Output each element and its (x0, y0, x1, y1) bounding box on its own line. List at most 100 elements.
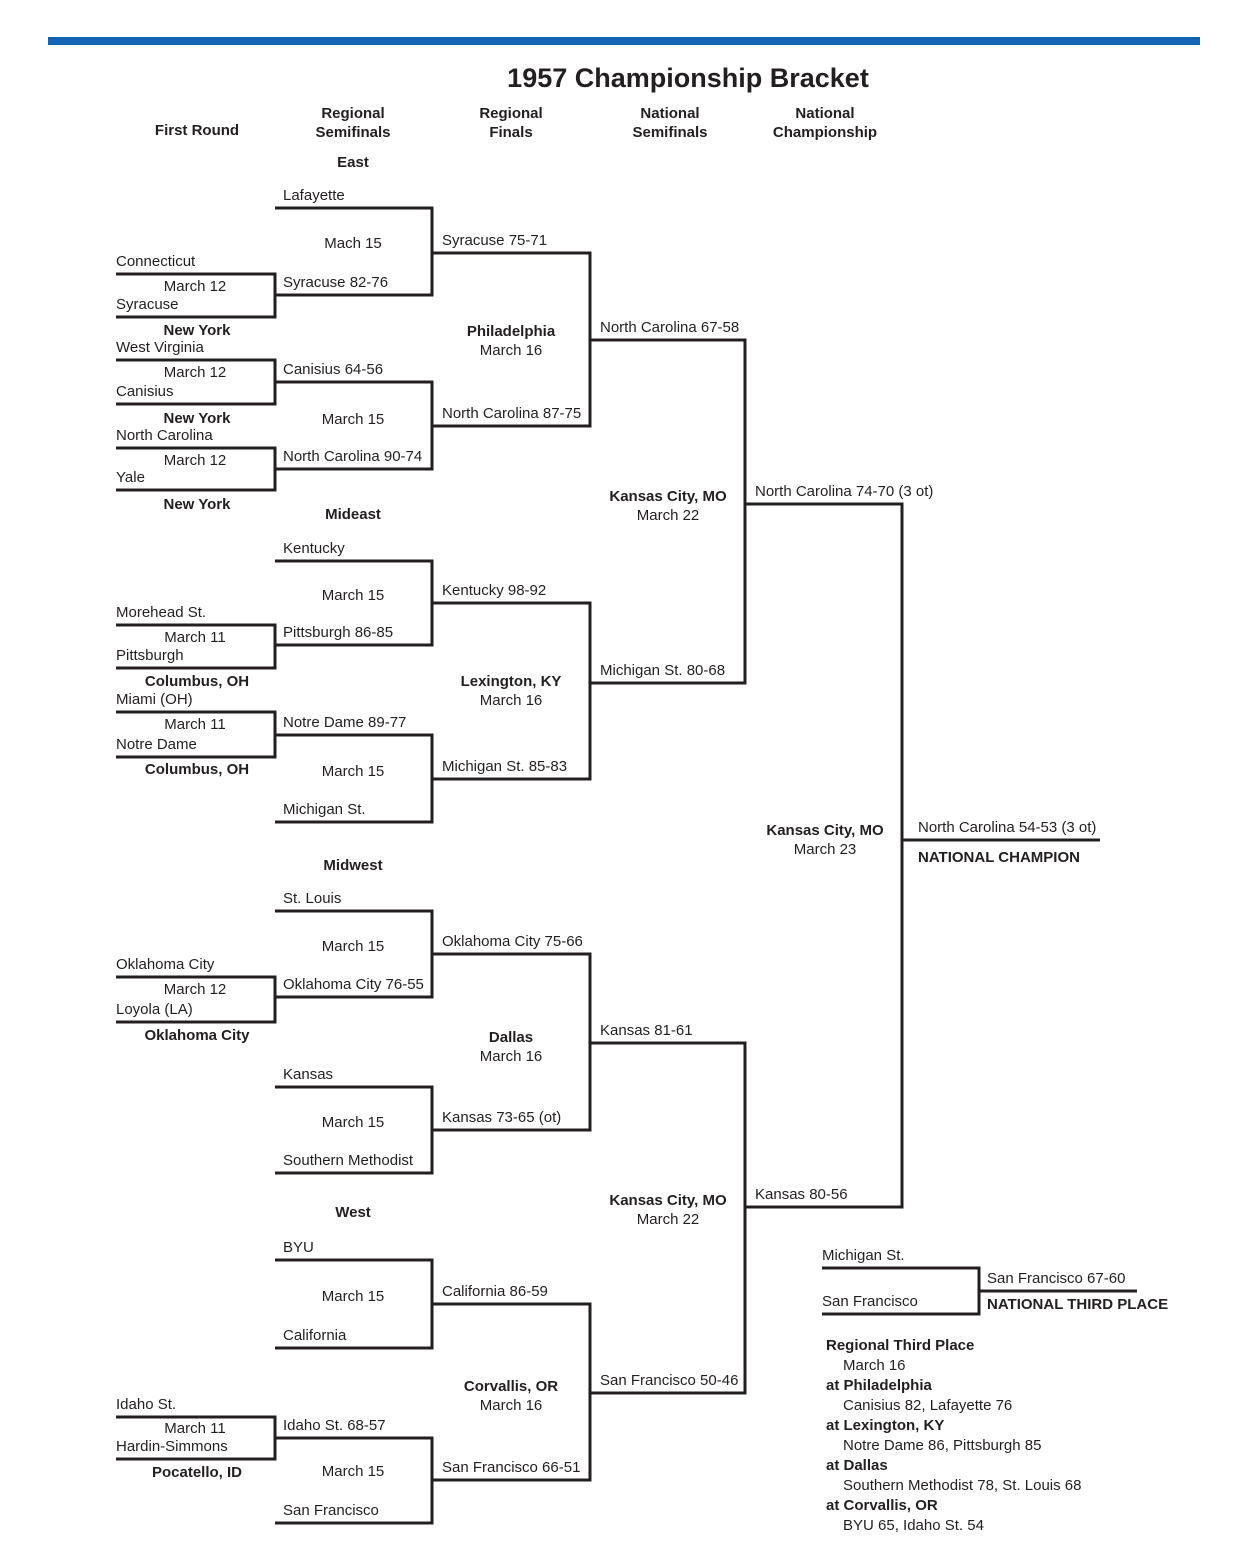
site-corvallis-or: Corvallis, OR (463, 1378, 559, 1395)
page-title: 1957 Championship Bracket (507, 63, 869, 93)
regional-third-place-date: March 16 (843, 1357, 906, 1374)
regional-third-place-site-dallas: at Dallas (826, 1457, 888, 1474)
column-header-first-round: First Round (154, 122, 240, 139)
site-pocatello-id: Pocatello, ID (151, 1464, 243, 1481)
bracket-line-national-final (745, 502, 904, 1209)
winner-san-francisco-67-60: San Francisco 67-60 (987, 1270, 1126, 1287)
team-syracuse: Syracuse (116, 296, 179, 313)
site-lexington-ky: Lexington, KY (460, 673, 562, 690)
team-oklahoma-city: Oklahoma City (116, 956, 215, 973)
team-notre-dame: Notre Dame (116, 736, 197, 753)
team-kansas: Kansas (283, 1066, 334, 1083)
winner-kentucky-98-92: Kentucky 98-92 (442, 582, 547, 599)
site-columbus-oh-1: Columbus, OH (144, 673, 250, 690)
game-date-midwest-sf2: March 15 (321, 1114, 385, 1131)
winner-idaho-st-68-57: Idaho St. 68-57 (283, 1417, 386, 1434)
game-date-east-fr2: March 12 (163, 364, 227, 381)
winner-pittsburgh-86-85: Pittsburgh 86-85 (283, 624, 394, 641)
third-place-team-michigan-st: Michigan St. (822, 1247, 905, 1264)
game-date-west-sf2: March 15 (321, 1463, 385, 1480)
game-date-midwest-final: March 16 (479, 1048, 543, 1065)
game-date-east-sf1: Mach 15 (324, 235, 382, 252)
team-michigan-st: Michigan St. (283, 801, 366, 818)
region-header-midwest: Midwest (323, 857, 383, 874)
game-date-midwest-sf1: March 15 (321, 938, 385, 955)
game-date-mideast-final: March 16 (479, 692, 543, 709)
team-california: California (283, 1327, 347, 1344)
third-place-team-san-francisco: San Francisco (822, 1293, 918, 1310)
game-date-national-final: March 23 (793, 841, 857, 858)
column-header-regional-finals: Regional Finals (479, 105, 543, 141)
regional-third-place-result-philadelphia: Canisius 82, Lafayette 76 (843, 1397, 1013, 1414)
team-idaho-st: Idaho St. (116, 1396, 177, 1413)
regional-third-place-result-dallas: Southern Methodist 78, St. Louis 68 (843, 1477, 1082, 1494)
winner-san-francisco-50-46: San Francisco 50-46 (600, 1372, 739, 1389)
game-date-east-final: March 16 (479, 342, 543, 359)
winner-michigan-st-85-83: Michigan St. 85-83 (442, 758, 568, 775)
bracket-line-midwest-fr1 (116, 975, 277, 1024)
game-date-east-fr3: March 12 (163, 452, 227, 469)
game-date-west-fr1: March 11 (164, 1420, 226, 1437)
site-philadelphia: Philadelphia (466, 323, 556, 340)
team-southern-methodist: Southern Methodist (283, 1152, 414, 1169)
game-date-national-semifinal-1: March 22 (636, 507, 700, 524)
site-new-york-3: New York (163, 496, 231, 513)
team-west-virginia: West Virginia (116, 339, 204, 356)
game-date-west-sf1: March 15 (321, 1288, 385, 1305)
game-date-mideast-fr2: March 11 (164, 716, 226, 733)
team-miami-oh: Miami (OH) (116, 691, 193, 708)
national-third-place-label: NATIONAL THIRD PLACE (987, 1296, 1169, 1313)
winner-kansas-73-65: Kansas 73-65 (ot) (442, 1109, 562, 1126)
team-north-carolina: North Carolina (116, 427, 213, 444)
regional-third-place-site-corvallis: at Corvallis, OR (826, 1497, 938, 1514)
region-header-east: East (337, 154, 369, 171)
regional-third-place-result-lexington: Notre Dame 86, Pittsburgh 85 (843, 1437, 1042, 1454)
winner-syracuse-82-76: Syracuse 82-76 (283, 274, 389, 291)
winner-kansas-81-61: Kansas 81-61 (600, 1022, 693, 1039)
winner-north-carolina-90-74: North Carolina 90-74 (283, 448, 423, 465)
column-header-regional-semifinals: Regional Semifinals (315, 105, 391, 141)
top-accent-bar (48, 37, 1200, 45)
site-kansas-city-semifinal-1: Kansas City, MO (609, 488, 727, 505)
team-kentucky: Kentucky (283, 540, 345, 557)
site-dallas: Dallas (488, 1029, 534, 1046)
game-date-mideast-sf2: March 15 (321, 763, 385, 780)
regional-third-place-title: Regional Third Place (826, 1337, 975, 1354)
team-pittsburgh: Pittsburgh (116, 647, 184, 664)
national-champion-label: NATIONAL CHAMPION (918, 849, 1080, 866)
team-canisius: Canisius (116, 383, 174, 400)
site-new-york-1: New York (163, 322, 231, 339)
site-oklahoma-city: Oklahoma City (144, 1027, 250, 1044)
site-kansas-city-final: Kansas City, MO (766, 822, 884, 839)
bracket-line-national-semifinal-1 (590, 338, 747, 685)
game-date-west-final: March 16 (479, 1397, 543, 1414)
column-header-national-semifinals: National Semifinals (632, 105, 708, 141)
team-byu: BYU (283, 1239, 314, 1256)
regional-third-place-site-lexington: at Lexington, KY (826, 1417, 945, 1434)
winner-oklahoma-city-76-55: Oklahoma City 76-55 (283, 976, 424, 993)
column-header-national-championship: National Championship (772, 105, 878, 141)
team-lafayette: Lafayette (283, 187, 345, 204)
game-date-midwest-fr1: March 12 (163, 981, 227, 998)
winner-oklahoma-city-75-66: Oklahoma City 75-66 (442, 933, 583, 950)
site-kansas-city-semifinal-2: Kansas City, MO (609, 1192, 727, 1209)
winner-kansas-80-56: Kansas 80-56 (755, 1186, 848, 1203)
regional-third-place-result-corvallis: BYU 65, Idaho St. 54 (843, 1517, 984, 1534)
winner-north-carolina-74-70: North Carolina 74-70 (3 ot) (755, 483, 934, 500)
winner-california-86-59: California 86-59 (442, 1283, 548, 1300)
game-date-mideast-sf1: March 15 (321, 587, 385, 604)
game-date-east-fr1: March 12 (163, 278, 227, 295)
bracket-line-national-semifinal-2 (590, 1041, 747, 1395)
site-new-york-2: New York (163, 410, 231, 427)
winner-north-carolina-67-58: North Carolina 67-58 (600, 319, 740, 336)
team-san-francisco: San Francisco (283, 1502, 379, 1519)
winner-notre-dame-89-77: Notre Dame 89-77 (283, 714, 407, 731)
region-header-west: West (335, 1204, 371, 1221)
bracket-line-mideast-final (432, 601, 592, 781)
team-yale: Yale (116, 469, 145, 486)
game-date-mideast-fr1: March 11 (164, 629, 226, 646)
site-columbus-oh-2: Columbus, OH (144, 761, 250, 778)
winner-san-francisco-66-51: San Francisco 66-51 (442, 1459, 581, 1476)
